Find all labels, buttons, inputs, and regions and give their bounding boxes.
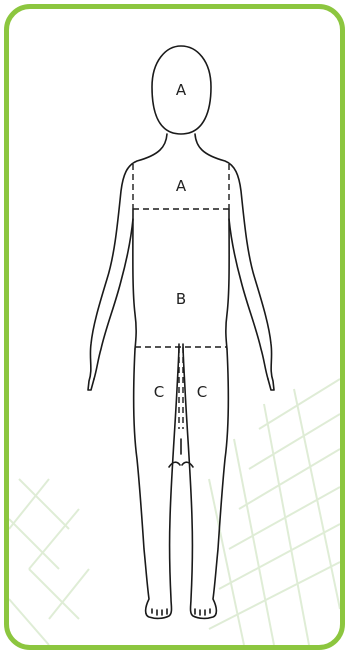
left-knee-mark: [169, 462, 180, 467]
right-toes: [195, 609, 210, 615]
torso-left-outline: [133, 209, 136, 349]
right-inner-arm-outline: [229, 219, 268, 379]
right-leg-region-label: C: [197, 383, 207, 401]
body-figure: A A B C C: [9, 9, 340, 645]
left-inner-arm-outline: [94, 219, 133, 379]
head-region-label: A: [176, 81, 187, 99]
left-toes: [152, 609, 167, 615]
left-leg-region-label: C: [154, 383, 164, 401]
right-knee-mark: [182, 462, 193, 467]
diagram-frame: A A B C C: [4, 4, 345, 650]
torso-right-outline: [226, 209, 229, 349]
chest-region-label: A: [176, 177, 187, 195]
abdomen-region-label: B: [176, 290, 186, 308]
